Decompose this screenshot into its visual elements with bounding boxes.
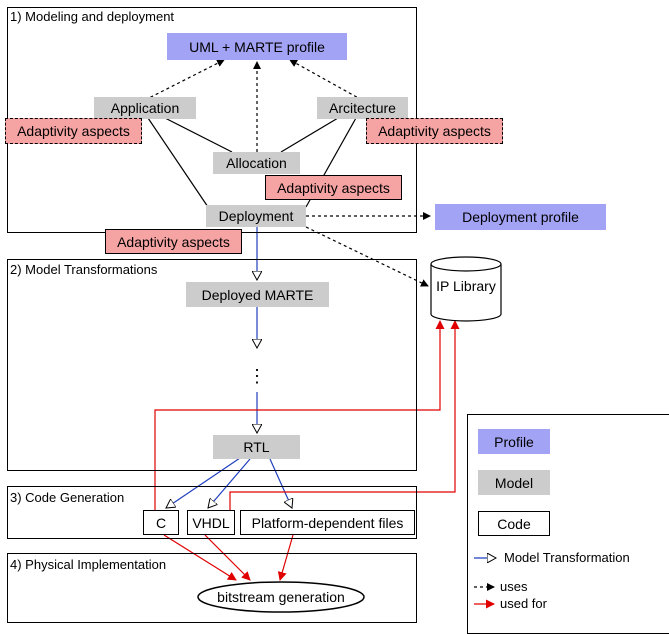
legend-used-for-label: used for bbox=[500, 596, 547, 611]
architecture-model: Arcitecture bbox=[317, 97, 408, 119]
legend-uses-label: uses bbox=[500, 579, 528, 594]
legend-arrows bbox=[474, 558, 496, 609]
allocation-model: Allocation bbox=[213, 152, 300, 174]
application-model: Application bbox=[94, 97, 196, 119]
transform-rtl-to-vhdl bbox=[208, 458, 251, 508]
legend-profile-swatch: Profile bbox=[478, 429, 550, 454]
section-codegen bbox=[7, 486, 417, 539]
bitstream-ellipse bbox=[197, 581, 365, 613]
rtl-model: RTL bbox=[213, 435, 300, 459]
uses-arrow-ip-library bbox=[305, 226, 429, 287]
adaptivity-aspects-architecture: Adaptivity aspects bbox=[366, 118, 503, 144]
deployed-marte-model: Deployed MARTE bbox=[186, 282, 329, 307]
uses-arrow-application bbox=[144, 59, 225, 101]
used-for-arrows bbox=[154, 320, 460, 581]
deployment-model: Deployment bbox=[206, 205, 306, 227]
used-for-vhdl-to-ip bbox=[229, 320, 460, 510]
used-for-vhdl-to-bitstream bbox=[204, 534, 251, 581]
link-allocation-architecture bbox=[280, 117, 339, 153]
transform-rtl-to-c bbox=[166, 457, 241, 508]
transform-rtl-to-platform bbox=[269, 458, 292, 508]
used-for-platform-to-bitstream bbox=[277, 534, 294, 581]
code-c: C bbox=[143, 510, 179, 535]
section-codegen-label: 3) Code Generation bbox=[10, 490, 125, 505]
section-transformations bbox=[7, 259, 417, 471]
uml-marte-profile: UML + MARTE profile bbox=[167, 33, 347, 60]
connector-layer bbox=[144, 59, 502, 613]
adaptivity-aspects-deployment: Adaptivity aspects bbox=[105, 229, 242, 254]
adaptivity-aspects-allocation: Adaptivity aspects bbox=[265, 175, 402, 200]
ip-library-label: IP Library bbox=[436, 278, 496, 294]
legend-model-transformation-label: Model Transformation bbox=[504, 550, 630, 565]
legend-code-swatch: Code bbox=[478, 511, 550, 536]
legend-model-swatch: Model bbox=[478, 470, 550, 495]
used-for-c-to-ip bbox=[154, 320, 445, 510]
section-transformations-label: 2) Model Transformations bbox=[10, 262, 158, 277]
code-platform-files: Platform-dependent files bbox=[240, 510, 415, 535]
adaptivity-aspects-application: Adaptivity aspects bbox=[5, 118, 142, 144]
link-allocation-application bbox=[164, 117, 233, 153]
used-for-c-to-bitstream bbox=[163, 534, 237, 581]
deployment-profile: Deployment profile bbox=[435, 204, 606, 230]
uses-arrow-architecture bbox=[289, 59, 363, 101]
code-vhdl: VHDL bbox=[187, 510, 235, 535]
bitstream-generation: bitstream generation bbox=[217, 589, 345, 605]
uses-arrows bbox=[144, 59, 431, 287]
transformation-arrows bbox=[166, 226, 292, 508]
ip-library-cylinder bbox=[430, 256, 502, 322]
transformation-ellipsis: ⋮ bbox=[248, 365, 266, 386]
section-physical-label: 4) Physical Implementation bbox=[10, 557, 167, 572]
section-modeling-label: 1) Modeling and deployment bbox=[10, 9, 175, 24]
link-application-deployment bbox=[147, 117, 209, 208]
